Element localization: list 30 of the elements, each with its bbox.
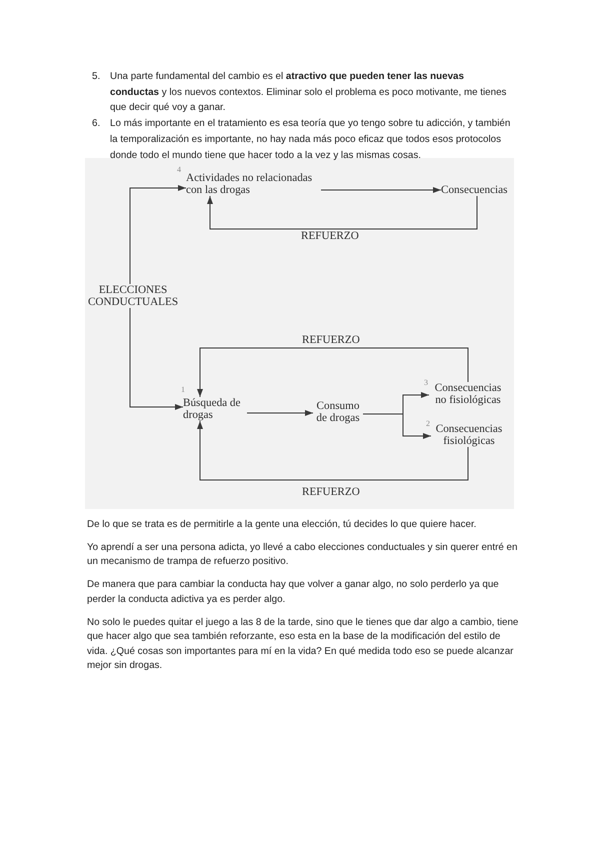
callout-number: 1 xyxy=(181,385,185,394)
arrow xyxy=(246,410,314,416)
flow-label: ELECCIONES CONDUCTUALES xyxy=(83,284,183,308)
arrow xyxy=(320,187,442,193)
flow-label: Actividades no relacionadas con las drogas xyxy=(186,172,321,196)
paragraph: Yo aprendí a ser una persona adicta, yo llevé a cabo elecciones conductuales y sin querer entré en un mecanismo de trampa de refuerzo positivo. xyxy=(87,541,518,570)
edge-label: REFUERZO xyxy=(299,230,361,242)
edge-label: REFUERZO xyxy=(300,486,362,498)
flow-label: Consecuencias no fisiológicas xyxy=(429,382,507,406)
edge-label: REFUERZO xyxy=(300,334,362,346)
paragraph: No solo le puedes quitar el juego a las 8 de la tarde, sino que le tienes que dar algo a cambio, tiene que hacer algo que sea también reforzante, eso esta en la base de la modificación del estilo de vida. ¿Qué cosas son importantes para mí en la vida? En qué medida todo eso se puede alcanzar mejor sin drogas. xyxy=(87,616,520,674)
arrow xyxy=(130,308,184,410)
paragraph: De lo que se trata es de permitirle a la gente una elección, tú decides lo que quiere hacer. xyxy=(87,518,478,532)
paragraph: De manera que para cambiar la conducta hay que volver a ganar algo, no solo perderlo ya que perder la conducta adictiva ya es perder algo. xyxy=(87,578,500,607)
flow-label: Consecuencias xyxy=(441,184,513,196)
callout-number: 2 xyxy=(426,419,430,428)
arrow xyxy=(207,196,478,230)
flow-label: Búsqueda de drogas xyxy=(183,397,247,421)
arrow xyxy=(197,420,468,480)
callout-number: 4 xyxy=(177,165,181,174)
list-number: 5. xyxy=(92,70,102,84)
list-item-text: Una parte fundamental del cambio es el atractivo que pueden tener las nuevas conductas y los nuevos contextos. Eliminar solo el problema es poco motivante, me tienes que decir qué voy a ganar. xyxy=(110,70,508,116)
callout-number: 3 xyxy=(424,378,428,387)
arrow xyxy=(362,414,432,439)
flow-label: Consumo de drogas xyxy=(313,400,363,424)
arrow xyxy=(197,348,468,398)
arrow xyxy=(130,185,186,284)
list-number: 6. xyxy=(92,117,102,132)
list-item-text: Lo más importante en el tratamiento es esa teoría que yo tengo sobre tu adicción, y también la temporalización es importante, no hay nada más poco eficaz que todos esos protocolos donde todo el mundo tiene que hacer todo a la vez y las mismas cosas. xyxy=(110,117,512,163)
flow-label: Consecuencias fisiológicas xyxy=(431,423,507,447)
